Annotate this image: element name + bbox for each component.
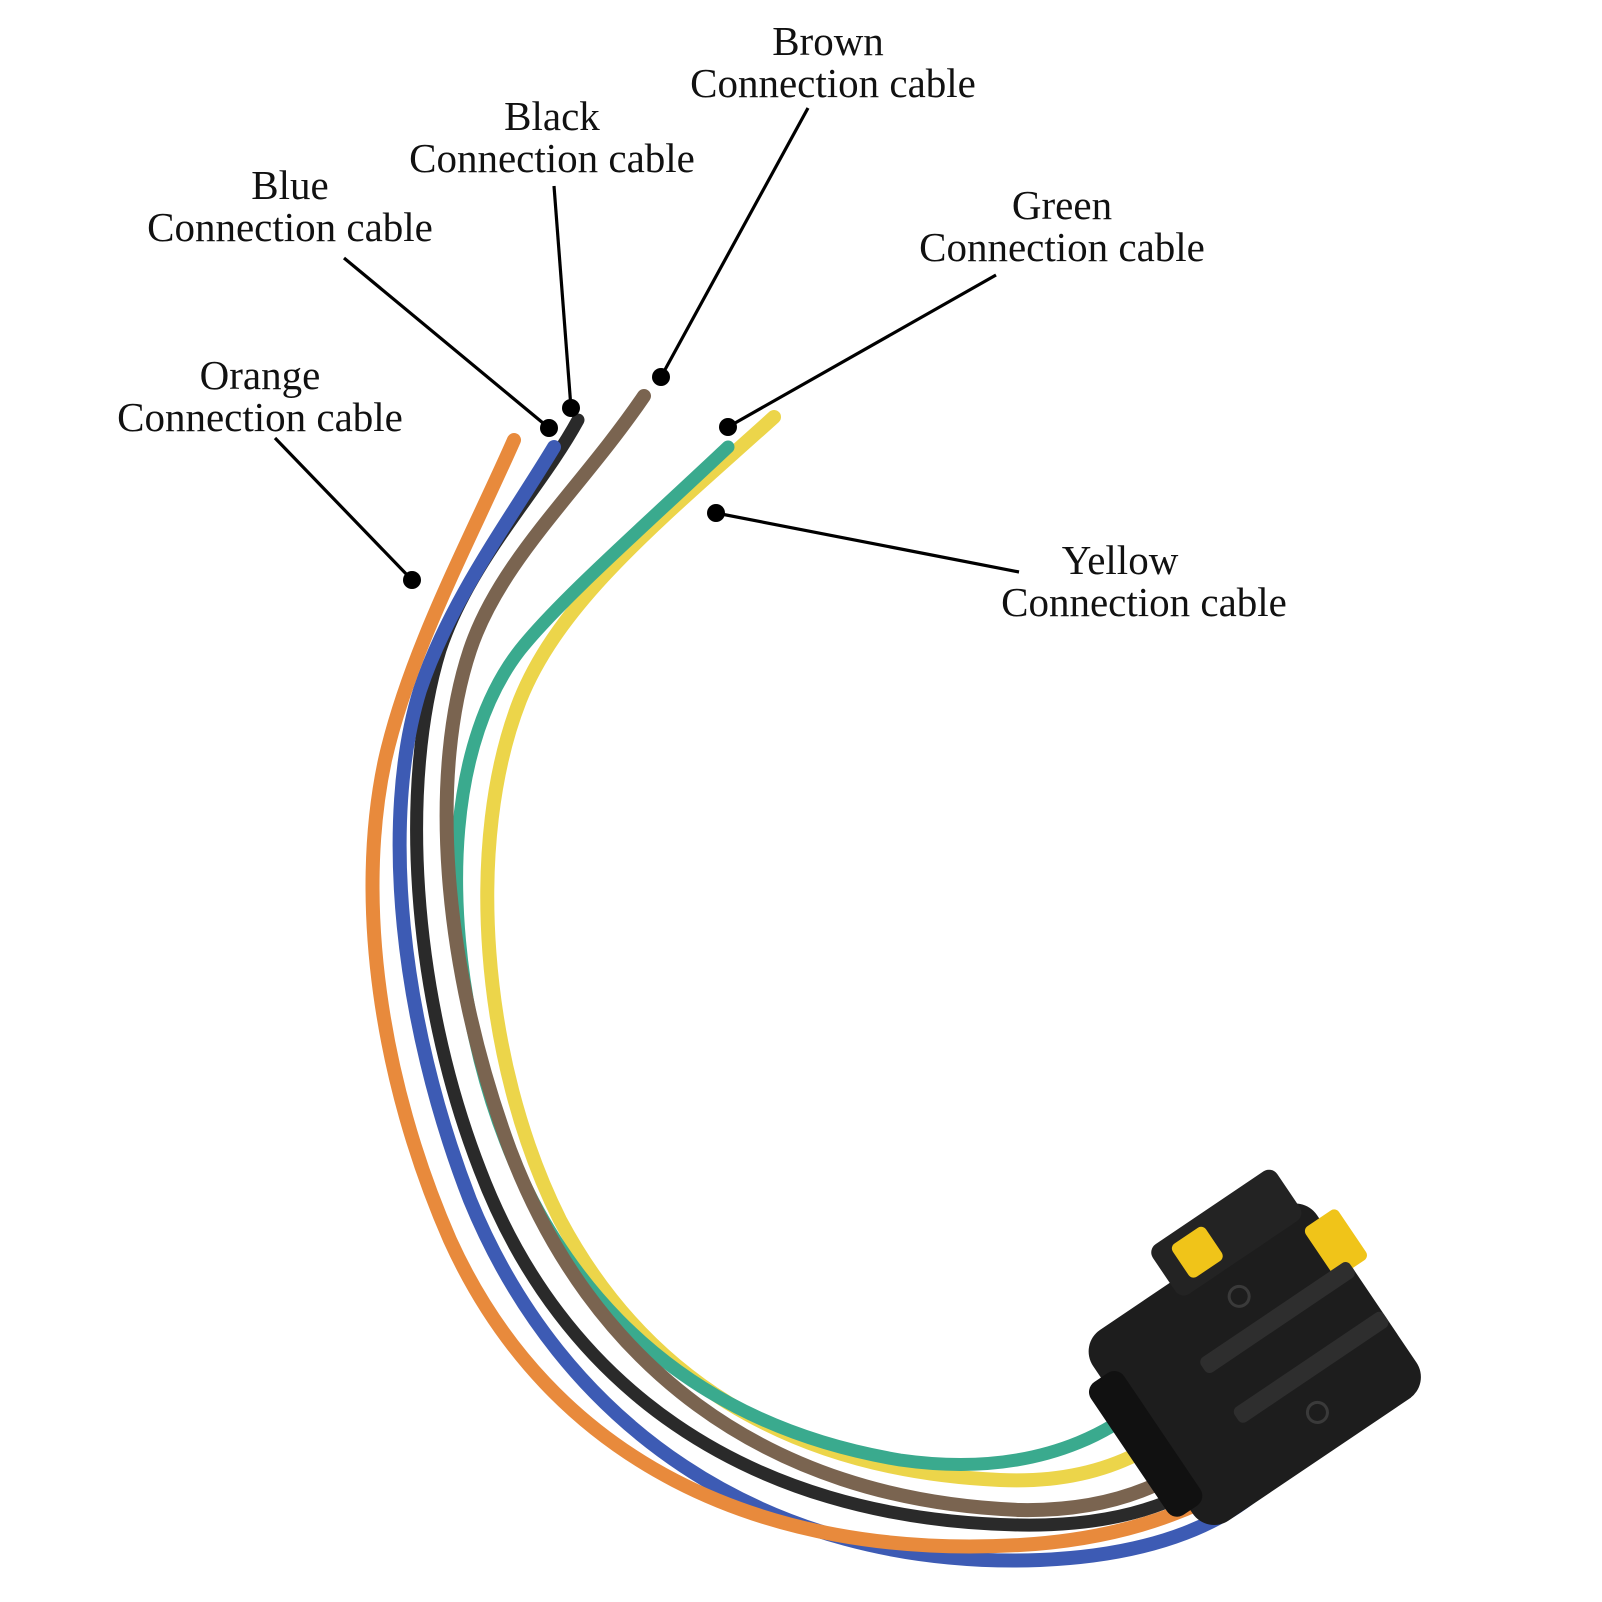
black-leader-dot [562, 399, 580, 417]
yellow-label-color: Yellow [1062, 537, 1179, 583]
green-label-text: Connection cable [919, 224, 1205, 270]
connector-mark-icon [1305, 1400, 1329, 1424]
brown-leader-line [659, 107, 810, 378]
blue-leader-line [342, 256, 551, 430]
black-label-text: Connection cable [409, 135, 695, 181]
green-label-color: Green [1012, 182, 1112, 228]
blue-wire [392, 440, 1277, 1568]
yellow-leader-line [715, 511, 1020, 574]
orange-label-text: Connection cable [117, 394, 403, 440]
green-leader-line [727, 273, 997, 429]
connector-ridge [1233, 1311, 1389, 1423]
connector-face [1088, 1371, 1203, 1517]
orange-label-color: Orange [200, 352, 321, 398]
labels: Orange Connection cable Blue Connection … [117, 18, 1287, 625]
black-label-color: Black [504, 93, 600, 139]
yellow-leader-dot [707, 504, 725, 522]
orange-wire [365, 433, 1277, 1554]
connector-ridge [1200, 1262, 1355, 1373]
blue-label-color: Blue [251, 162, 328, 208]
connector [1088, 1169, 1421, 1525]
black-leader-line [552, 185, 573, 409]
green-leader-dot [719, 418, 737, 436]
brown-label-text: Connection cable [690, 60, 976, 106]
brown-leader-dot [652, 368, 670, 386]
yellow-wire [480, 410, 1227, 1488]
connector-mark-icon [1227, 1284, 1251, 1308]
blue-leader-dot [540, 419, 558, 437]
brown-label-color: Brown [772, 18, 884, 64]
wires [365, 389, 1277, 1568]
leaders [273, 107, 1020, 589]
orange-leader-line [273, 436, 414, 582]
yellow-label-text: Connection cable [1001, 579, 1287, 625]
brown-wire [439, 389, 1247, 1518]
orange-leader-dot [403, 571, 421, 589]
connector-latch-right [1304, 1209, 1367, 1277]
blue-label-text: Connection cable [147, 204, 433, 250]
connector-latch-left [1171, 1226, 1223, 1278]
